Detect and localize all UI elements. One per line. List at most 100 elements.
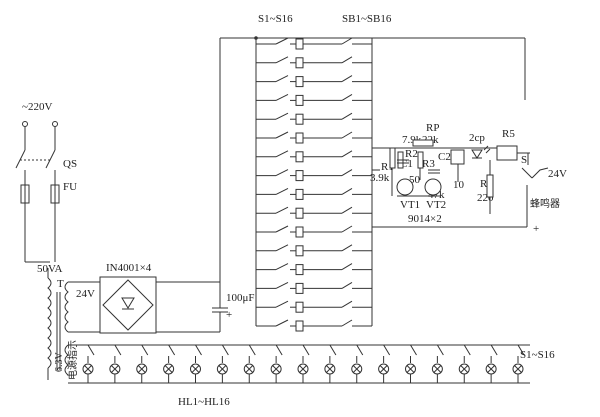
secondary-24v-label: 24V: [76, 288, 95, 300]
toggle-switch: [275, 169, 289, 177]
ac-terminal-right: [52, 121, 58, 127]
lamp-unit: [243, 344, 256, 383]
lamp-switch: [383, 344, 391, 356]
lamp-switch: [302, 344, 310, 356]
push-button: [341, 244, 353, 252]
push-button: [341, 37, 353, 45]
toggle-switch: [275, 319, 289, 327]
switch-contact: [295, 76, 304, 88]
toggle-switch: [275, 93, 289, 101]
toggle-switch: [275, 263, 289, 271]
switch-contact: [295, 38, 304, 50]
vt1-transistor: [396, 178, 414, 196]
lamp-row: [82, 344, 525, 383]
lamp-unit: [485, 344, 498, 383]
power-indicator-label: 电源指示: [66, 340, 79, 380]
lamp-unit: [216, 344, 229, 383]
led-label: 2cp: [469, 132, 485, 144]
bridge-rectifier: IN4001×4: [68, 262, 220, 334]
switch-contact: [295, 170, 304, 182]
toggle-switch: [275, 300, 289, 308]
buzzer-voltage-label: 24V: [548, 168, 567, 180]
lamp-unit: [512, 344, 525, 383]
r2-label: R2: [405, 148, 418, 160]
lamp-switch: [248, 344, 256, 356]
lamp-unit: [431, 344, 444, 383]
switch-contact: [295, 207, 304, 219]
bank-row: [256, 244, 372, 257]
bank-row: [256, 263, 372, 276]
relay-value: 10: [453, 179, 465, 191]
lamp-switch: [168, 344, 176, 356]
toggle-switch: [275, 244, 289, 252]
switch-contact: [295, 132, 304, 144]
lamp-switch: [463, 344, 471, 356]
switch-contact: [295, 151, 304, 163]
lamp-unit: [458, 344, 471, 383]
push-button: [341, 263, 353, 271]
toggle-switch: [275, 56, 289, 64]
lamp-unit: [324, 344, 337, 383]
bank-row: [256, 75, 372, 88]
s-label: S: [521, 154, 527, 166]
switch-button-bank: [255, 37, 373, 332]
transistor-part-label: 9014×2: [408, 213, 442, 225]
bank-row: [256, 206, 372, 219]
lamp-unit: [297, 344, 310, 383]
vt1-label: VT1: [400, 199, 420, 211]
switch-contact: [295, 94, 304, 106]
transformer: 50VA T 24V 6.3V 电源指示: [37, 263, 95, 380]
lamp-switch: [356, 344, 364, 356]
qs-label: QS: [63, 158, 77, 170]
ac-source-label: ~220V: [22, 101, 52, 113]
r5-label: R5: [502, 128, 515, 140]
switch-contact: [295, 264, 304, 276]
r1-value: 3.9k: [370, 172, 390, 184]
bank-row: [256, 319, 372, 332]
bank-row: [256, 56, 372, 69]
plus-right: +: [533, 223, 539, 235]
push-button: [341, 225, 353, 233]
push-button: [341, 206, 353, 214]
switches-bottom-label: S1~S16: [520, 349, 555, 361]
lamp-unit: [378, 344, 391, 383]
alarm-circuit: RP 22k 7.9k R1 3.9k R2 C1 50 R3 C2 47k K…: [370, 38, 567, 235]
push-button: [341, 131, 353, 139]
lamp-switch: [275, 344, 283, 356]
push-button: [341, 281, 353, 289]
toggle-switch: [275, 112, 289, 120]
toggle-switch: [275, 37, 289, 45]
bank-row: [256, 169, 372, 182]
lamp-switch: [517, 344, 525, 356]
switch-contact: [295, 188, 304, 200]
bank-row: [256, 300, 372, 313]
lamp-switch: [114, 344, 122, 356]
lamp-unit: [82, 344, 95, 383]
lamp-switch: [329, 344, 337, 356]
switch-contact: [295, 57, 304, 69]
lamp-switch: [221, 344, 229, 356]
bank-row: [256, 225, 372, 238]
vt2-label: VT2: [426, 199, 446, 211]
lamps-label: HL1~HL16: [178, 396, 230, 408]
lamp-switch: [490, 344, 498, 356]
lamp-switch: [141, 344, 149, 356]
lamp-unit: [163, 344, 176, 383]
lamp-switch: [87, 344, 95, 356]
push-button: [341, 187, 353, 195]
push-button: [341, 75, 353, 83]
bank-row: [256, 281, 372, 294]
toggle-switch: [275, 281, 289, 289]
transformer-va-label: 50VA: [37, 263, 63, 275]
switch-contact: [295, 113, 304, 125]
capacitor-100uf: 100μF +: [212, 38, 255, 332]
switch-contact: [295, 320, 304, 332]
push-button: [341, 150, 353, 158]
switch-contact: [295, 245, 304, 257]
bank-row: [256, 131, 372, 144]
rectifier-label: IN4001×4: [106, 262, 152, 274]
c1-value: 50: [409, 174, 421, 186]
toggle-switch: [275, 150, 289, 158]
